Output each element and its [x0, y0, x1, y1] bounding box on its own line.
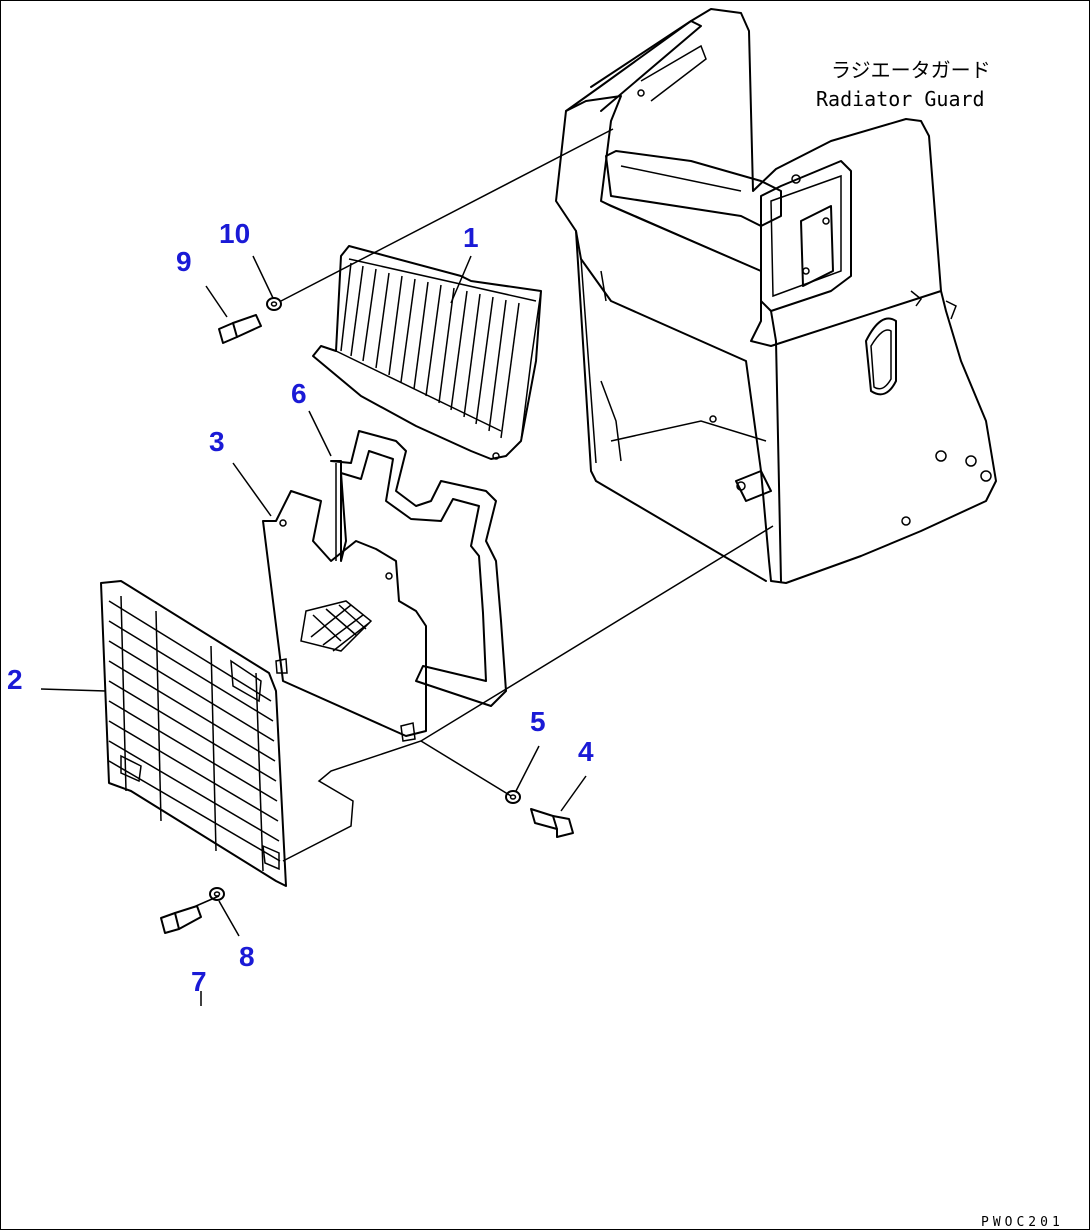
- assembly-lines: [195, 128, 774, 907]
- part-4-bolt: [530, 808, 574, 838]
- callout-7: 7: [191, 966, 207, 997]
- callout-4: 4: [578, 736, 594, 767]
- callout-8: 8: [239, 941, 255, 972]
- part-7-bolt: [160, 905, 202, 934]
- leader-lines: [40, 255, 587, 1006]
- part-8-washer: [209, 887, 225, 901]
- callout-2: 2: [7, 664, 23, 695]
- part-6-seal: [330, 430, 507, 707]
- title-japanese: ラジエータガード: [831, 58, 991, 82]
- radiator-guard-frame: [555, 8, 997, 584]
- drawing-code: PWOC201: [981, 1215, 1064, 1230]
- callout-10: 10: [219, 218, 250, 249]
- callout-6: 6: [291, 378, 307, 409]
- part-3-screen-plate: [262, 490, 427, 742]
- part-1-upper-louver: [312, 245, 542, 460]
- callout-3: 3: [209, 426, 225, 457]
- part-10-washer: [266, 297, 282, 311]
- part-9-bolt: [218, 314, 262, 344]
- title-english: Radiator Guard: [816, 87, 985, 111]
- part-2-front-grille: [100, 580, 287, 887]
- callout-9: 9: [176, 246, 192, 277]
- part-5-washer: [505, 790, 521, 804]
- callout-5: 5: [530, 706, 546, 737]
- callout-1: 1: [463, 222, 479, 253]
